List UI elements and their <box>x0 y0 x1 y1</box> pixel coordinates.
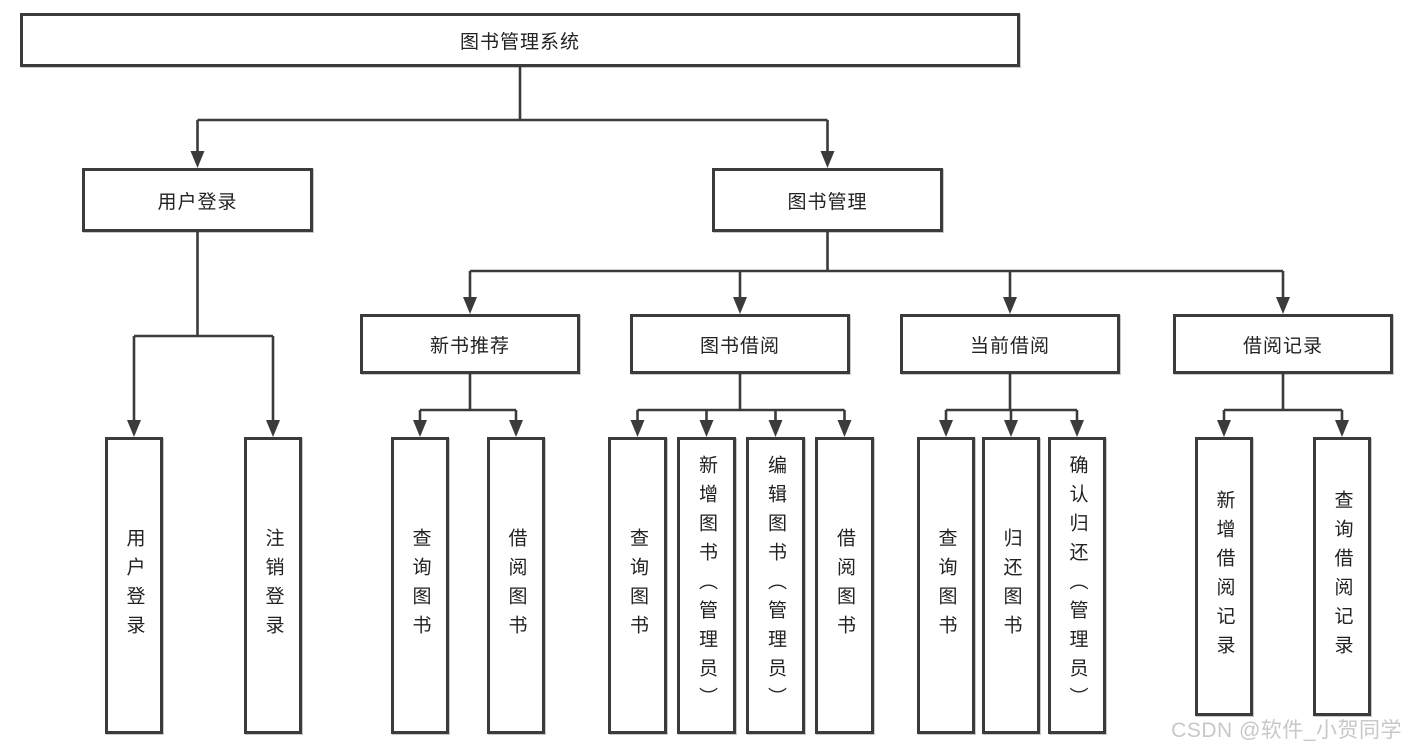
node-book-borrowing: 图书借阅 <box>630 314 850 374</box>
node-new-book-recommend-label: 新书推荐 <box>429 335 510 357</box>
arrowheads <box>127 151 1349 437</box>
node-borrowing-records-label: 借阅记录 <box>1242 335 1323 357</box>
leaf-query-borrow-record: 查询借阅记录 <box>1313 437 1371 716</box>
leaf-borrow-book-recommend-label: 借阅图书 <box>505 527 527 644</box>
leaf-confirm-return-admin: 确认归还（管理员） <box>1048 437 1106 734</box>
node-new-book-recommend: 新书推荐 <box>360 314 580 374</box>
leaf-add-borrow-record: 新增借阅记录 <box>1195 437 1253 716</box>
node-root-label: 图书管理系统 <box>459 31 580 53</box>
leaf-edit-book-admin-label: 编辑图书（管理员） <box>765 455 786 716</box>
leaf-user-login: 用户登录 <box>105 437 163 734</box>
leaf-add-book-admin-label: 新增图书（管理员） <box>696 455 717 716</box>
leaf-borrow-book: 借阅图书 <box>815 437 874 734</box>
node-borrowing-records: 借阅记录 <box>1173 314 1393 374</box>
leaf-query-book-recommend-label: 查询图书 <box>409 527 431 644</box>
node-book-borrowing-label: 图书借阅 <box>699 335 780 357</box>
leaf-user-login-label: 用户登录 <box>123 527 145 644</box>
leaf-borrow-book-label: 借阅图书 <box>834 527 855 644</box>
leaf-query-book-current: 查询图书 <box>917 437 975 734</box>
node-current-borrowing-label: 当前借阅 <box>969 335 1050 357</box>
leaf-return-book: 归还图书 <box>982 437 1040 734</box>
node-root: 图书管理系统 <box>20 13 1020 67</box>
leaf-query-book-recommend: 查询图书 <box>391 437 449 734</box>
leaf-edit-book-admin: 编辑图书（管理员） <box>746 437 805 734</box>
leaf-query-borrow-record-label: 查询借阅记录 <box>1331 489 1353 664</box>
leaf-logout: 注销登录 <box>244 437 302 734</box>
leaf-add-book-admin: 新增图书（管理员） <box>677 437 736 734</box>
node-book-management: 图书管理 <box>712 168 943 232</box>
csdn-watermark: CSDN @软件_小贺同学 <box>1171 719 1402 742</box>
node-user-login-branch-label: 用户登录 <box>157 191 238 213</box>
leaf-query-book-borrowing: 查询图书 <box>608 437 667 734</box>
leaf-query-book-current-label: 查询图书 <box>935 527 957 644</box>
node-user-login-branch: 用户登录 <box>82 168 313 232</box>
leaf-add-borrow-record-label: 新增借阅记录 <box>1213 489 1235 664</box>
leaf-query-book-borrowing-label: 查询图书 <box>627 527 648 644</box>
leaf-borrow-book-recommend: 借阅图书 <box>487 437 545 734</box>
leaf-return-book-label: 归还图书 <box>1000 527 1022 644</box>
node-book-management-label: 图书管理 <box>787 191 868 213</box>
node-current-borrowing: 当前借阅 <box>900 314 1120 374</box>
leaf-confirm-return-admin-label: 确认归还（管理员） <box>1066 455 1088 716</box>
leaf-logout-label: 注销登录 <box>262 527 284 644</box>
